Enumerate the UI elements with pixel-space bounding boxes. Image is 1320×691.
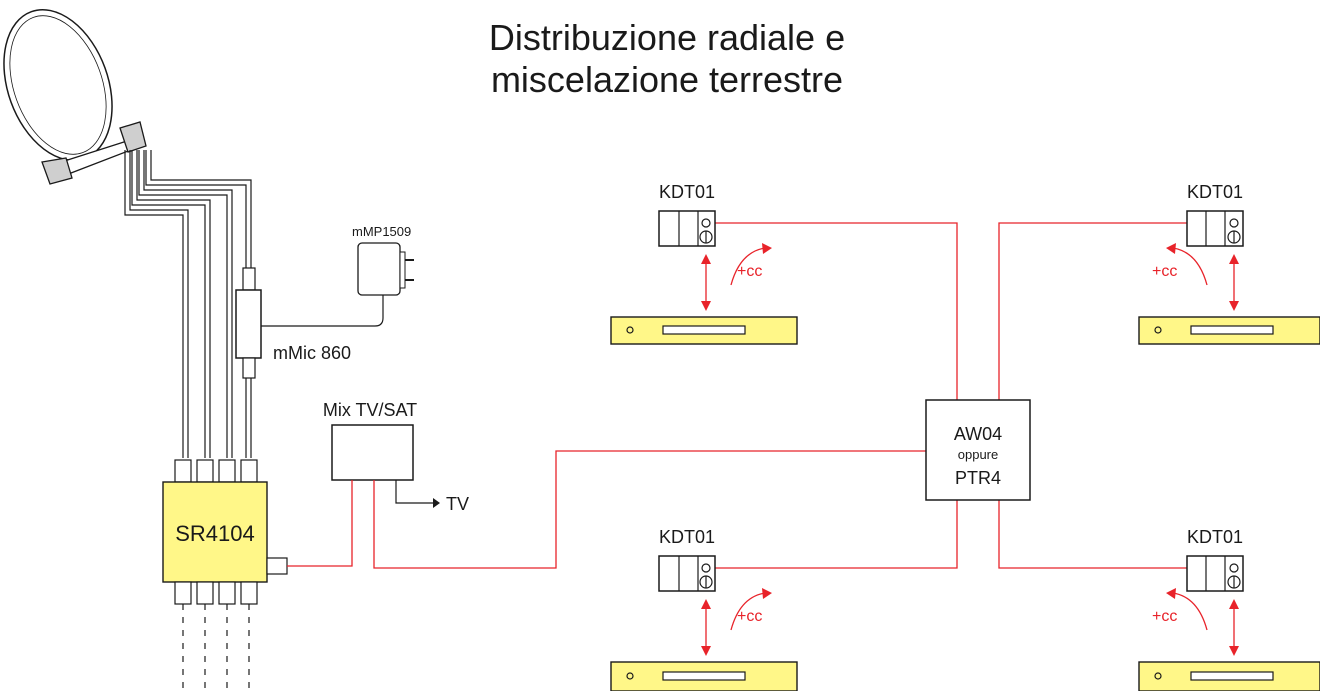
mixer-label: Mix TV/SAT: [323, 400, 417, 420]
socket-top-left: KDT01 +cc: [610, 182, 798, 345]
socket-bottom-left: KDT01 +cc: [610, 527, 798, 691]
title-line-1: Distribuzione radiale e: [489, 17, 845, 58]
tv-arrow-icon: [433, 498, 440, 508]
dc-label: +cc: [737, 608, 762, 625]
title-line-2: miscelazione terrestre: [491, 59, 843, 100]
inserter-label: mMic 860: [273, 343, 351, 363]
socket-label: KDT01: [1187, 527, 1243, 547]
coax-wires: [287, 222, 1228, 569]
tv-label: TV: [446, 494, 469, 514]
socket-label: KDT01: [659, 182, 715, 202]
socket-label: KDT01: [1187, 182, 1243, 202]
splitter-box: [925, 399, 1031, 501]
dc-label: +cc: [1152, 263, 1177, 280]
lnb-cables: [124, 150, 252, 458]
power-supply-icon: [261, 242, 414, 327]
dc-label: +cc: [737, 263, 762, 280]
mixer-box: [331, 424, 414, 481]
splitter-label-1: AW04: [954, 424, 1002, 444]
socket-bottom-right: KDT01 +cc: [1138, 527, 1320, 691]
inserter-device: [235, 267, 262, 379]
socket-top-right: KDT01 +cc: [1138, 182, 1320, 345]
dc-label: +cc: [1152, 608, 1177, 625]
power-supply-label: mMP1509: [352, 224, 411, 239]
multiswitch-device: [162, 459, 288, 605]
satellite-dish-icon: [3, 8, 147, 185]
splitter-label-2: oppure: [958, 447, 998, 462]
splitter-label-3: PTR4: [955, 468, 1001, 488]
tv-wire: [395, 480, 438, 504]
socket-label: KDT01: [659, 527, 715, 547]
multiswitch-outputs: [182, 604, 250, 691]
multiswitch-label: SR4104: [175, 521, 255, 546]
